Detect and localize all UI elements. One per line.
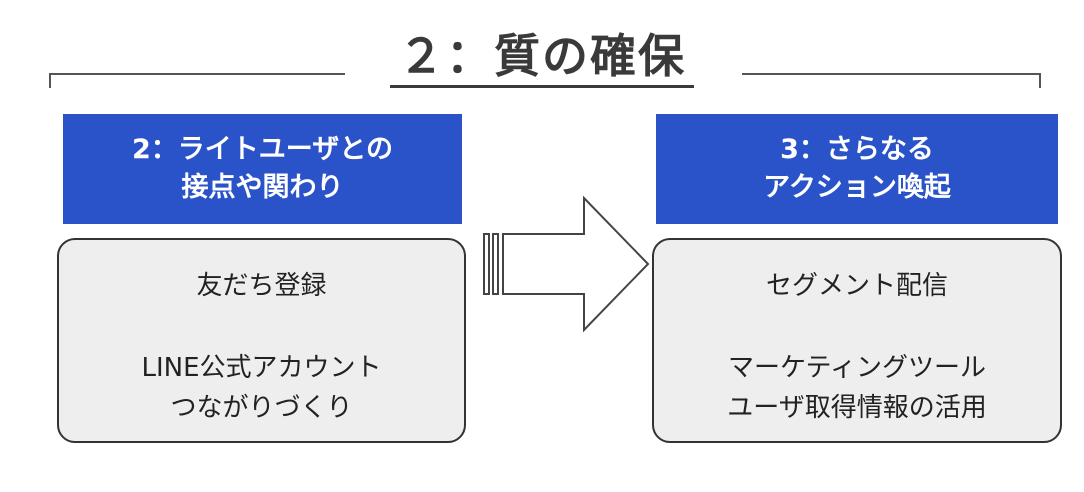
left-item-line-account: LINE公式アカウント つながりづくり	[141, 353, 382, 423]
title-bracket	[49, 73, 1041, 88]
right-item-segment-delivery: セグメント配信	[765, 271, 948, 301]
section-title-text: ２：質の確保	[390, 29, 694, 88]
section-title: ２：質の確保	[360, 28, 724, 92]
left-item-friend-registration: 友だち登録	[196, 271, 327, 301]
right-item-marketing-tool: マーケティングツール ユーザ取得情報の活用	[727, 353, 987, 423]
left-content-box: 友だち登録 LINE公式アカウント つながりづくり	[57, 238, 466, 443]
left-header: 2：ライトユーザとの 接点や関わり	[63, 114, 462, 224]
right-arrow-icon	[483, 196, 650, 332]
right-content-box: セグメント配信 マーケティングツール ユーザ取得情報の活用	[652, 238, 1062, 443]
right-header: 3：さらなる アクション喚起	[656, 114, 1058, 224]
